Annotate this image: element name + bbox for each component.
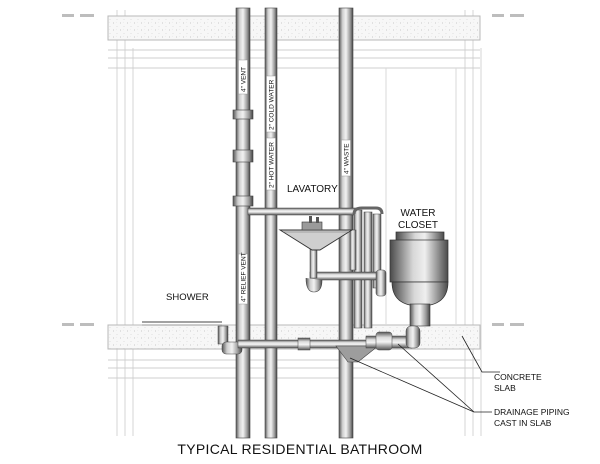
pipe-label-hot-water: 2" HOT WATER [266, 137, 276, 191]
pipe-label-relief-vent: 4" RELIEF VENT [238, 252, 248, 305]
svg-text:4" VENT: 4" VENT [241, 67, 248, 92]
water-closet-fixture [389, 231, 449, 327]
drainage-piping-label-line1: DRAINAGE PIPING [494, 407, 570, 417]
pipe-label-vent: 4" VENT [238, 59, 248, 95]
water-closet-label-line2: CLOSET [398, 220, 438, 231]
concrete-slab-label-line1: CONCRETE [494, 372, 542, 382]
lavatory-label: LAVATORY [287, 184, 338, 195]
vent-riser [232, 7, 254, 439]
branch-piping [247, 206, 387, 329]
pipe-label-waste: 4" WASTE [341, 139, 351, 177]
svg-text:2" COLD WATER: 2" COLD WATER [269, 79, 276, 130]
upper-slab [107, 15, 481, 41]
pipe-label-cold-water: 2" COLD WATER [266, 75, 276, 133]
drainage-piping [217, 325, 421, 363]
lavatory-fixture [278, 216, 354, 251]
svg-text:4" RELIEF VENT: 4" RELIEF VENT [241, 252, 248, 302]
shower-label: SHOWER [166, 292, 209, 303]
diagram-title: TYPICAL RESIDENTIAL BATHROOM [177, 441, 422, 457]
concrete-slab-label-line2: SLAB [494, 383, 516, 393]
hot-water-riser [264, 7, 278, 439]
level-marks [62, 14, 524, 326]
shower-floor [142, 321, 222, 326]
waste-riser [338, 7, 354, 439]
svg-text:2" HOT WATER: 2" HOT WATER [269, 142, 276, 188]
callout-leaders [349, 335, 500, 413]
drainage-piping-label-line2: CAST IN SLAB [494, 418, 552, 428]
water-closet-label-line1: WATER [401, 208, 436, 219]
building-structure [62, 10, 524, 436]
svg-text:4" WASTE: 4" WASTE [344, 143, 351, 174]
